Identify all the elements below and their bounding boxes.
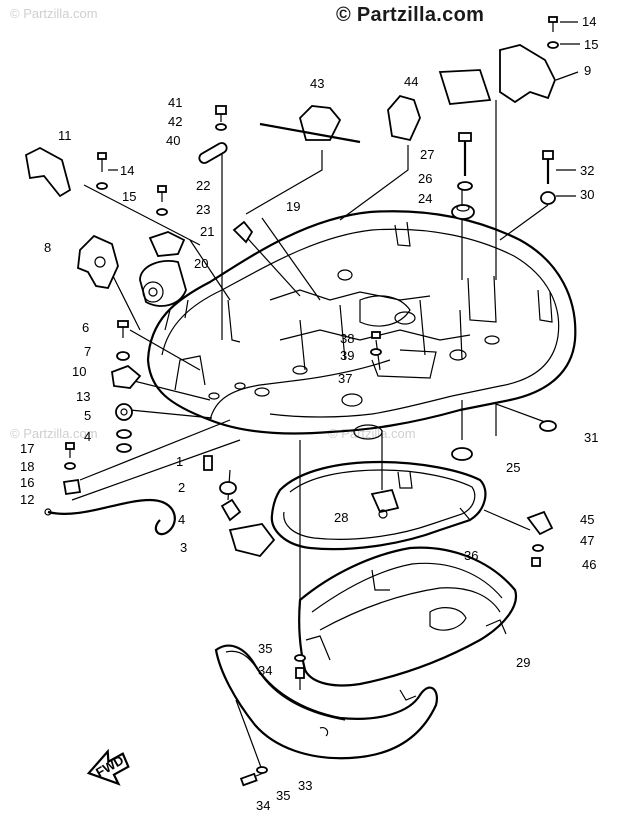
- label-47: 47: [580, 533, 594, 548]
- label-26: 26: [418, 171, 432, 186]
- label-15-left: 15: [122, 189, 136, 204]
- label-38: 38: [340, 331, 354, 346]
- seal-ring-36: [270, 460, 487, 551]
- label-37: 37: [338, 371, 352, 386]
- label-16: 16: [20, 475, 34, 490]
- label-9: 9: [584, 63, 591, 78]
- label-14-left: 14: [120, 163, 134, 178]
- watermark-faint-mid-left: © Partzilla.com: [10, 426, 98, 441]
- label-19: 19: [286, 199, 300, 214]
- bottom-cowling: [146, 210, 577, 440]
- label-23: 23: [196, 202, 210, 217]
- label-15-top: 15: [584, 37, 598, 52]
- label-21: 21: [200, 224, 214, 239]
- label-39: 39: [340, 348, 354, 363]
- label-17: 17: [20, 441, 34, 456]
- label-35-lower: 35: [276, 788, 290, 803]
- label-7: 7: [84, 344, 91, 359]
- label-45: 45: [580, 512, 594, 527]
- small-parts: [24, 16, 559, 787]
- label-27: 27: [420, 147, 434, 162]
- label-44: 44: [404, 74, 418, 89]
- fwd-arrow-icon: FWD: [86, 748, 130, 786]
- label-33: 33: [298, 778, 312, 793]
- label-6: 6: [82, 320, 89, 335]
- side-cover-33: [214, 644, 438, 760]
- leader-lines: [71, 100, 549, 771]
- label-41: 41: [168, 95, 182, 110]
- label-1: 1: [176, 454, 183, 469]
- label-25: 25: [506, 460, 520, 475]
- label-40: 40: [166, 133, 180, 148]
- label-2: 2: [178, 480, 185, 495]
- label-43: 43: [310, 76, 324, 91]
- label-5: 5: [84, 408, 91, 423]
- label-29: 29: [516, 655, 530, 670]
- label-28: 28: [334, 510, 348, 525]
- label-31: 31: [584, 430, 598, 445]
- label-34-upper: 34: [258, 663, 272, 678]
- label-3: 3: [180, 540, 187, 555]
- label-4-lower: 4: [178, 512, 185, 527]
- label-11: 11: [58, 128, 72, 143]
- label-18: 18: [20, 459, 34, 474]
- label-8: 8: [44, 240, 51, 255]
- label-10: 10: [72, 364, 86, 379]
- label-46: 46: [582, 557, 596, 572]
- label-24: 24: [418, 191, 432, 206]
- label-30: 30: [580, 187, 594, 202]
- label-35-upper: 35: [258, 641, 272, 656]
- part-labels: 14 15 9 43 44 41 42 40 11 14 15 22 23 21…: [20, 14, 598, 813]
- label-14-top: 14: [582, 14, 596, 29]
- label-22: 22: [196, 178, 210, 193]
- label-42: 42: [168, 114, 182, 129]
- label-13: 13: [76, 389, 90, 404]
- label-12: 12: [20, 492, 34, 507]
- label-20: 20: [194, 256, 208, 271]
- fwd-text: FWD: [93, 752, 126, 780]
- label-34-lower: 34: [256, 798, 270, 813]
- watermark-main: © Partzilla.com: [336, 4, 485, 26]
- label-4-left: 4: [84, 429, 91, 444]
- watermark-faint-top-left: © Partzilla.com: [10, 6, 98, 21]
- label-36: 36: [464, 548, 478, 563]
- lower-apron-29: [298, 546, 518, 687]
- label-32: 32: [580, 163, 594, 178]
